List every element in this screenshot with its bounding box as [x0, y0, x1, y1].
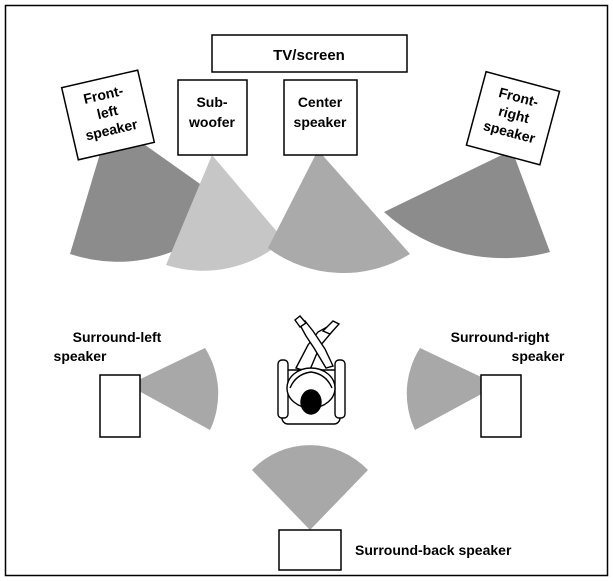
listener-head [300, 389, 322, 415]
center-beam [268, 150, 410, 274]
listener-in-chair-icon [277, 315, 346, 425]
subwoofer-beam [166, 155, 284, 271]
front-right-label-line-2: right [497, 103, 532, 127]
tv-screen-box [211, 34, 408, 73]
surround-back-label: Surround-back speaker [355, 542, 512, 558]
surround-left-label-line-1: Surround-left [73, 329, 162, 345]
front-right-speaker: Front- right speaker [465, 70, 561, 166]
surround-left-label-line-2: speaker [54, 348, 107, 364]
front-right-speaker-box [465, 70, 561, 166]
center-speaker-label-line-1: Center [298, 94, 343, 110]
front-left-label-line-2: left [95, 102, 119, 122]
subwoofer: Sub- woofer [177, 79, 248, 156]
subwoofer-box [177, 79, 248, 156]
front-left-speaker-box [60, 69, 156, 161]
surround-left-beam [128, 348, 219, 430]
center-speaker: Center speaker [283, 79, 358, 156]
surround-left-speaker-box [99, 374, 141, 438]
surround-back-beam [252, 445, 368, 530]
center-speaker-box [283, 79, 358, 156]
surround-right-label-line-2: speaker [512, 348, 565, 364]
tv-screen: TV/screen [211, 34, 408, 73]
surround-right-speaker-box [480, 374, 522, 438]
surround-right-beam [406, 348, 498, 430]
subwoofer-label-line-1: Sub- [196, 94, 227, 110]
surround-left-speaker: Surround-left speaker [54, 329, 162, 438]
listener-arms [289, 371, 333, 389]
chair-right-arm [334, 359, 346, 419]
tv-screen-label: TV/screen [273, 47, 345, 64]
diagram-frame [4, 4, 609, 577]
subwoofer-label-line-2: woofer [188, 114, 235, 130]
surround-right-label-line-1: Surround-right [451, 329, 550, 345]
center-speaker-label-line-2: speaker [294, 114, 347, 130]
listener-left-foot [321, 320, 341, 335]
surround-back-speaker: Surround-back speaker [278, 529, 512, 571]
listener-right-foot [294, 315, 308, 328]
surround-right-speaker: Surround-right speaker [451, 329, 565, 438]
front-left-speaker: Front- left speaker [60, 69, 156, 161]
surround-back-speaker-box [278, 529, 342, 571]
front-right-beam [384, 150, 550, 259]
